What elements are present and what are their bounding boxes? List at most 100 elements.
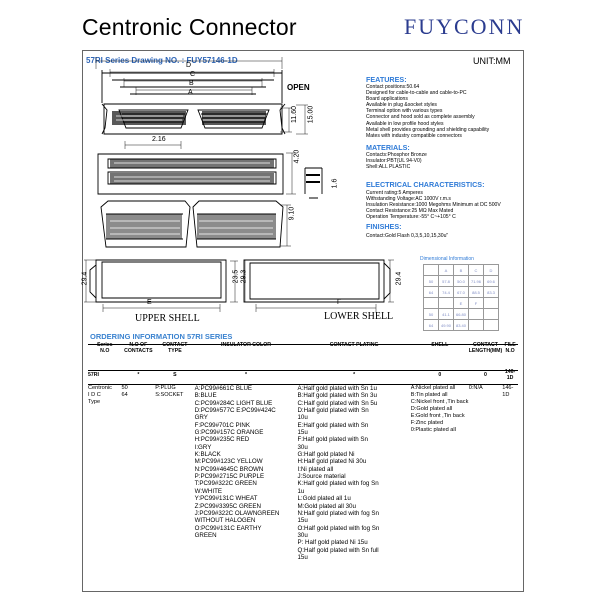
- dimension-cell: 71.96: [468, 275, 484, 287]
- material-item: Contacts:Phosphor Bronze: [366, 152, 427, 158]
- ordering-column-header: Series N.O: [96, 342, 113, 354]
- electrical-heading: ELECTRICAL CHARACTERISTICS:: [366, 180, 485, 189]
- upper-shell-label: UPPER SHELL: [135, 313, 200, 324]
- ordering-body-cell: 50 64: [121, 385, 128, 398]
- electrical-item: Withstanding Voltage:AC 1000V r.m.s: [366, 196, 451, 203]
- finishes-heading: FINISHES:: [366, 222, 402, 231]
- page-title: Centronic Connector: [82, 14, 297, 40]
- dimension-cell: [483, 319, 499, 331]
- table-top-line: [88, 344, 518, 345]
- dimension-cell: 64: [423, 286, 439, 298]
- drawing-frame: [82, 50, 524, 592]
- dim-4-20: 4.20: [293, 149, 301, 164]
- dim-F: F: [337, 299, 342, 306]
- ordering-sample-cell: S: [173, 372, 177, 378]
- electrical-item: Contact Resistance:25 MΩ Max Mated: [366, 208, 454, 215]
- ordering-body-cell: 146-1D: [502, 385, 514, 398]
- dim-2-16: 2.16: [152, 136, 166, 143]
- unit-label: UNIT:MM: [473, 56, 511, 66]
- ordering-sample-cell: 0: [438, 372, 442, 378]
- feature-item: Mates with industry compatible connector…: [366, 132, 462, 139]
- ordering-sample-cell: *: [245, 372, 248, 378]
- lower-shell-label: LOWER SHELL: [324, 311, 394, 322]
- dim-B: B: [189, 80, 194, 87]
- dimension-cell: 83.40: [453, 319, 469, 331]
- materials-heading: MATERIALS:: [366, 143, 410, 152]
- dimension-cell: [423, 297, 439, 309]
- dimension-cell: 69.6: [483, 275, 499, 287]
- dimension-cell: 88.5: [468, 286, 484, 298]
- dimension-cell: 41.1: [438, 308, 454, 320]
- ordering-sample-cell: 57RI: [88, 372, 99, 378]
- feature-item: Designed for cable-to-cable and cable-to…: [366, 90, 467, 97]
- electrical-item: Insulation Resistance:1000 Megohms Minim…: [366, 202, 501, 209]
- dimension-cell: 64: [423, 319, 439, 331]
- material-item: Insulator:PBT(UL 94-V0): [366, 158, 422, 165]
- ordering-column-header: N.O OF CONTACTS: [124, 342, 153, 354]
- dimension-cell: A: [438, 264, 454, 276]
- dimension-cell: [468, 319, 484, 331]
- dimension-cell: [438, 297, 454, 309]
- feature-item: Available in plug &socket styles: [366, 102, 437, 109]
- dimension-cell: 50: [423, 275, 439, 287]
- drawing-number: 57RI Series Drawing NO. : FUY57146-1D: [86, 56, 238, 65]
- ordering-column-header: FILE N.O: [504, 342, 516, 354]
- dim-D: D: [186, 62, 192, 69]
- feature-item: Metal shell provides grounding and shiel…: [366, 126, 490, 133]
- ordering-sample-cell: *: [137, 372, 140, 378]
- dimension-cell: F: [468, 297, 484, 309]
- dim-23-5: 23.5: [232, 269, 240, 284]
- ordering-body-cell: A:Nickel plated all B:Tin plated all C:N…: [410, 385, 469, 433]
- ordering-sample-cell: 146-1D: [504, 369, 516, 381]
- dimension-cell: 74.4: [438, 286, 454, 298]
- ordering-body-cell: A:PC99#661C BLUE B:BLUE C:PC99#284C LIGH…: [194, 385, 280, 539]
- feature-item: Connector and hood sold as complete asse…: [366, 114, 475, 121]
- ordering-column-header: SHELL: [431, 342, 449, 348]
- ordering-body-cell: P:PLUG S:SOCKET: [155, 385, 184, 398]
- feature-item: Contact positions:50.64: [366, 84, 420, 90]
- dim-11-60: 11.60: [291, 106, 298, 123]
- feature-item: Board applications: [366, 96, 408, 103]
- dimension-cell: 67.0: [453, 286, 469, 298]
- electrical-item: Operation Temperature:-55° C~+105° C: [366, 214, 456, 221]
- dimension-cell: 50.0: [453, 275, 469, 287]
- ordering-body-cell: 0:N/A: [468, 385, 483, 391]
- ordering-column-header: CONTACT LENGTH(MM): [468, 342, 503, 354]
- features-heading: FEATURES:: [366, 75, 407, 84]
- sample-line: [88, 384, 518, 385]
- finishes-list: Contact:Gold Flash 0,3,5,10,15,30u": [366, 233, 448, 239]
- dimension-cell: [468, 308, 484, 320]
- electrical-item: Current rating:5 Amperes: [366, 190, 423, 196]
- ordering-column-header: INSULATOR COLOR: [221, 342, 271, 348]
- dim-29-4-right: 29.4: [395, 271, 403, 286]
- feature-item: Available in low profile hood styles: [366, 120, 444, 127]
- ordering-title: ORDERING INFORMATION 57RI SERIES: [90, 332, 233, 341]
- material-item: Shell:ALL PLASTIC: [366, 164, 411, 171]
- dim-9-10: 9.10: [288, 206, 296, 221]
- ordering-body-cell: A:Half gold plated with Sn 1u B:Half gol…: [297, 385, 380, 561]
- dimension-cell: [423, 264, 439, 276]
- dim-C: C: [190, 71, 196, 78]
- finish-item: Contact:Gold Flash 0,3,5,10,15,30u": [366, 233, 449, 239]
- dimension-cell: 49.90: [438, 319, 454, 331]
- dimension-cell: 66.80: [453, 308, 469, 320]
- dim-15-00: 15.00: [307, 105, 315, 124]
- dim-29-3: 29.3: [240, 269, 248, 284]
- dimension-cell: D: [483, 264, 499, 276]
- dimension-cell: [483, 308, 499, 320]
- dimension-cell: [483, 297, 499, 309]
- dimension-cell: 50: [423, 308, 439, 320]
- dim-A: A: [188, 89, 193, 96]
- dimension-cell: 83.3: [483, 286, 499, 298]
